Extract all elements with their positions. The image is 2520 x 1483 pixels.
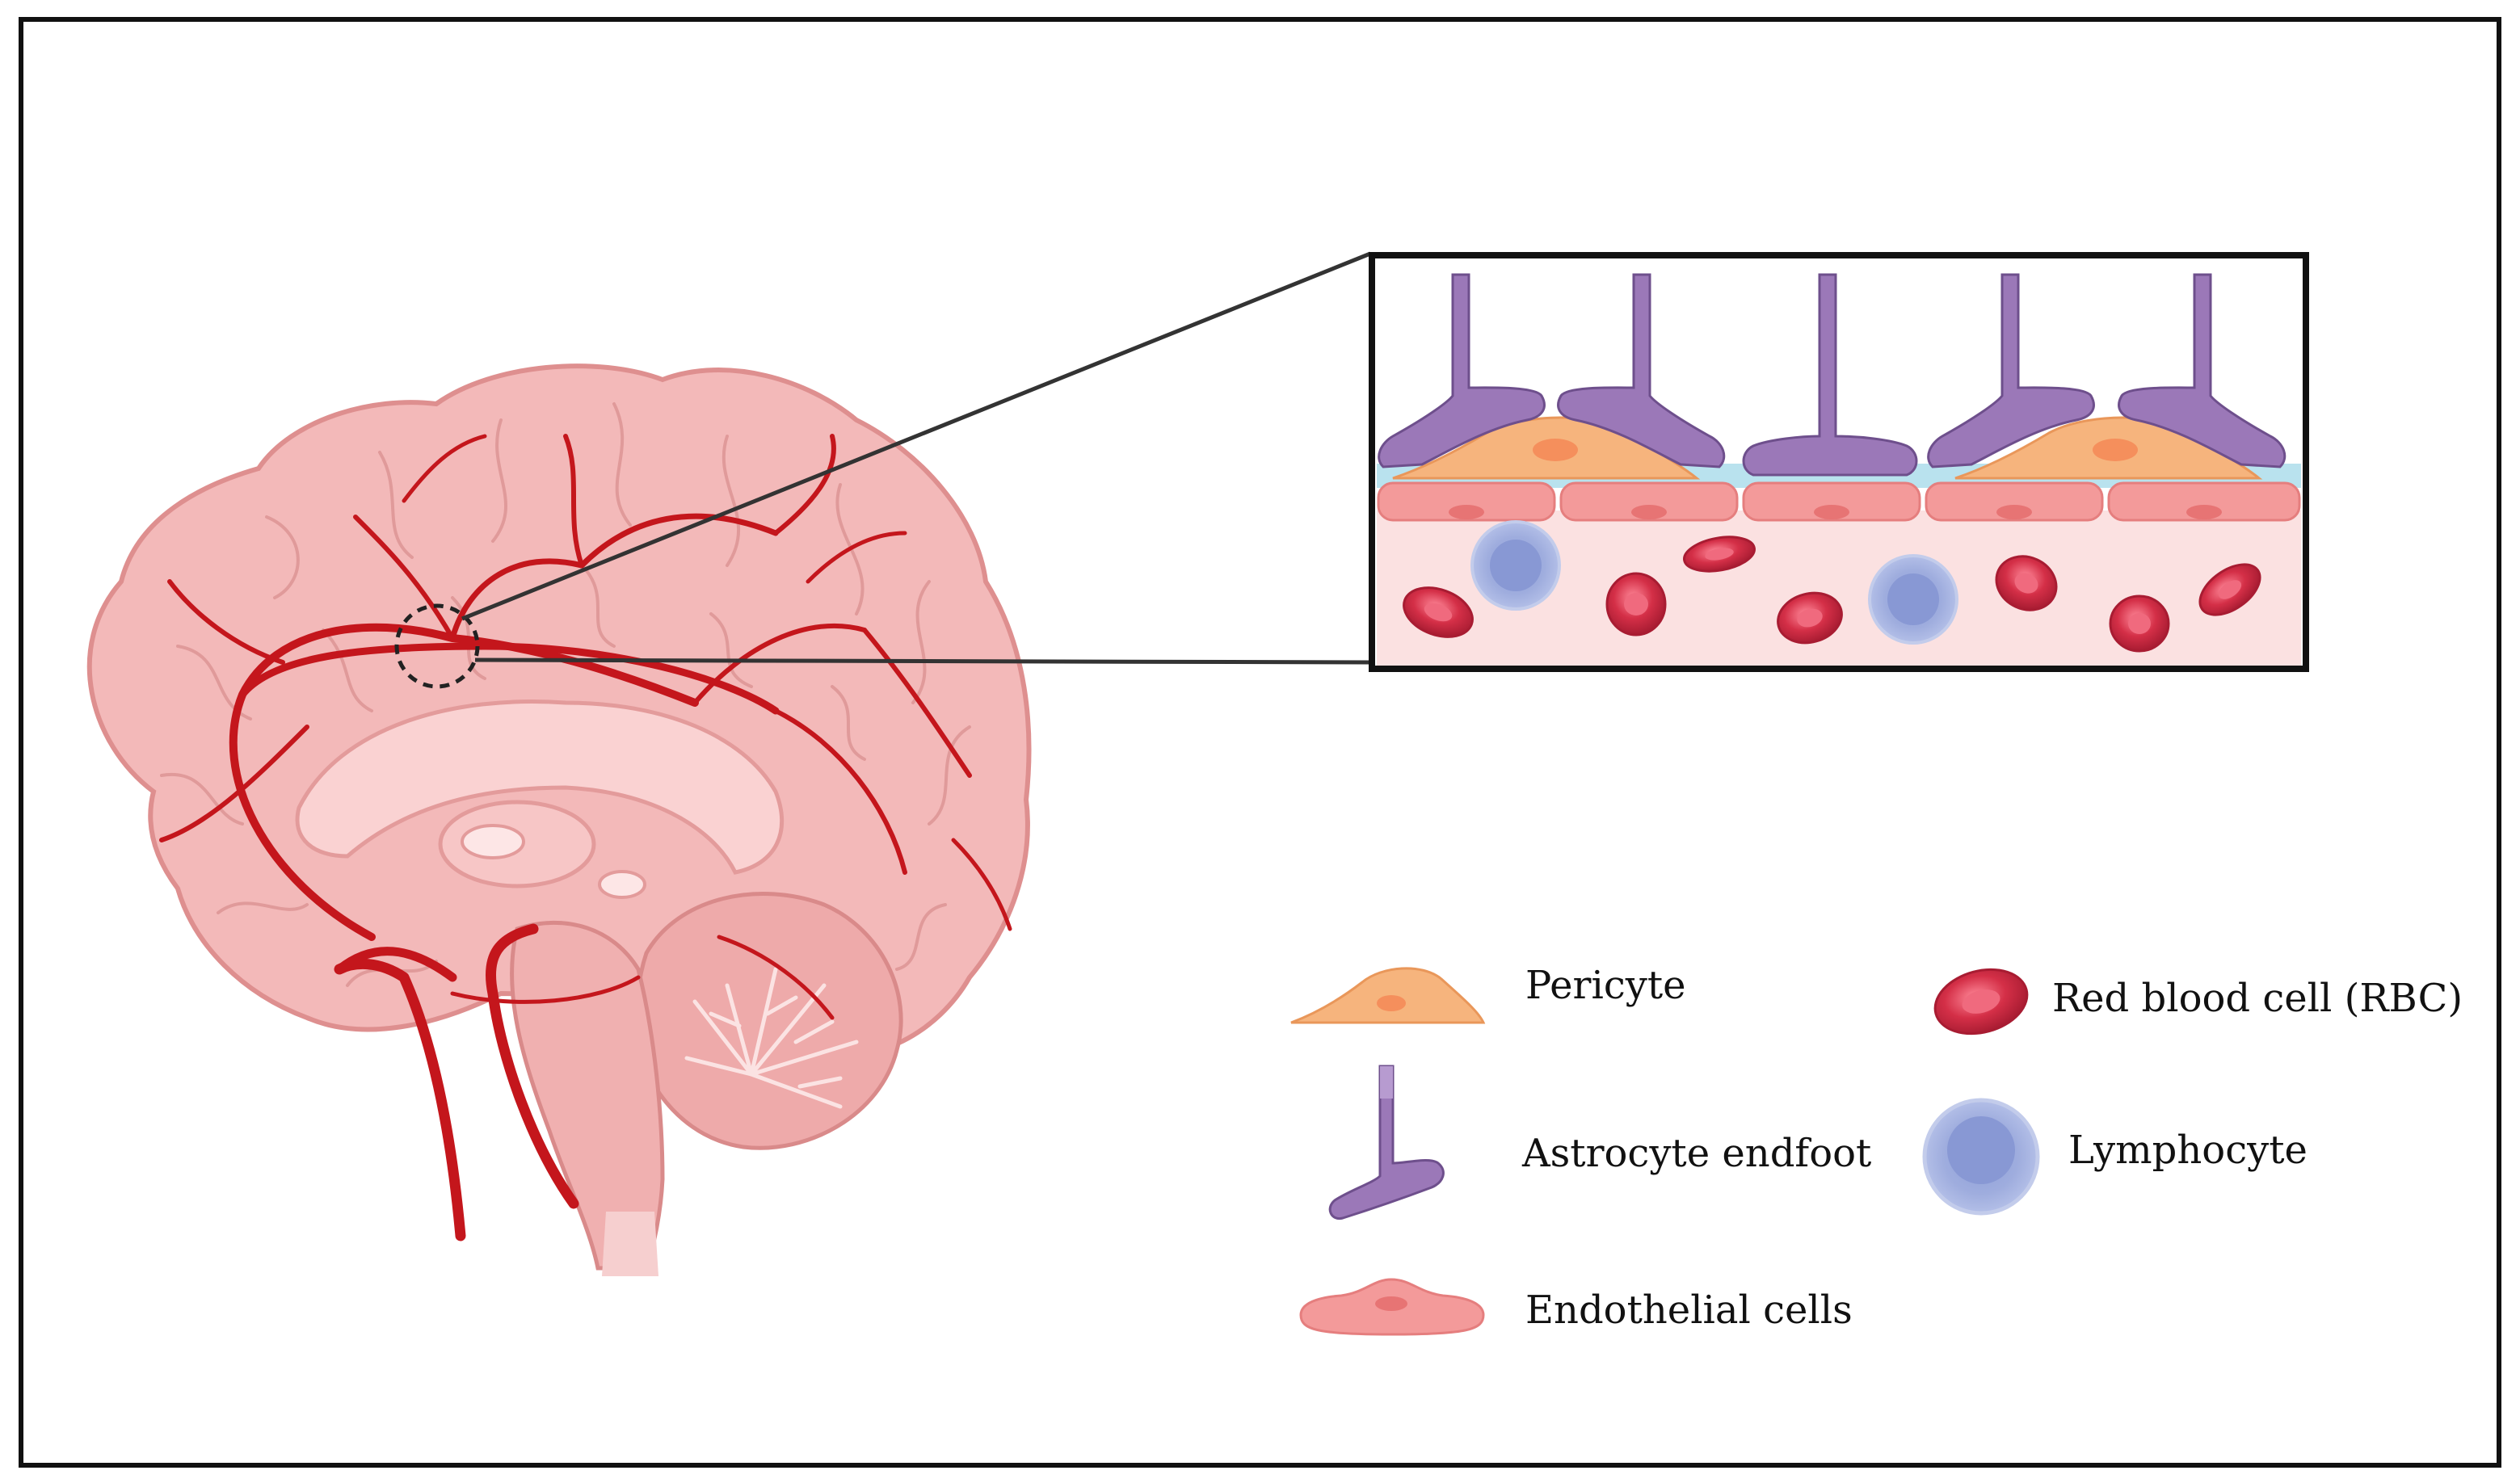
endothelial-legend-icon bbox=[1299, 1278, 1485, 1336]
endothelial-cell-row bbox=[1377, 481, 2301, 522]
brain-sagittal-illustration bbox=[86, 363, 1032, 1276]
zoom-region-marker bbox=[394, 603, 480, 689]
inset-frame bbox=[1369, 252, 2309, 672]
thalamus-core bbox=[461, 824, 525, 859]
astrocyte-endfoot-legend-icon bbox=[1328, 1065, 1445, 1220]
astrocyte-endfeet-inset bbox=[1378, 273, 2287, 477]
bbb-inset bbox=[1369, 252, 2309, 672]
legend-label-astrocyte-endfoot: Astrocyte endfoot bbox=[1522, 1131, 1872, 1176]
cerebellum bbox=[634, 892, 903, 1150]
brainstem bbox=[510, 920, 665, 1271]
rbc-legend-icon bbox=[1933, 968, 2029, 1036]
lymphocyte-legend-icon bbox=[1922, 1098, 2040, 1216]
legend-icons bbox=[1290, 967, 2040, 1336]
spinal-cord-fade bbox=[602, 1212, 658, 1276]
pericyte-legend-icon bbox=[1290, 967, 1486, 1024]
legend-label-rbc: Red blood cell (RBC) bbox=[2052, 976, 2463, 1021]
zoom-line-top bbox=[461, 251, 1371, 621]
midbrain-nucleus bbox=[598, 870, 646, 899]
arbor-vitae bbox=[684, 967, 859, 1109]
legend-label-lymphocyte: Lymphocyte bbox=[2068, 1128, 2308, 1173]
legend-label-endothelial-cells: Endothelial cells bbox=[1525, 1288, 1853, 1333]
rbcs-inset bbox=[1403, 536, 2261, 653]
zoom-line-bottom bbox=[474, 657, 1371, 665]
corpus-callosum bbox=[295, 699, 785, 875]
legend-label-pericyte: Pericyte bbox=[1525, 963, 1686, 1008]
lymphocytes-inset bbox=[1470, 520, 1958, 645]
